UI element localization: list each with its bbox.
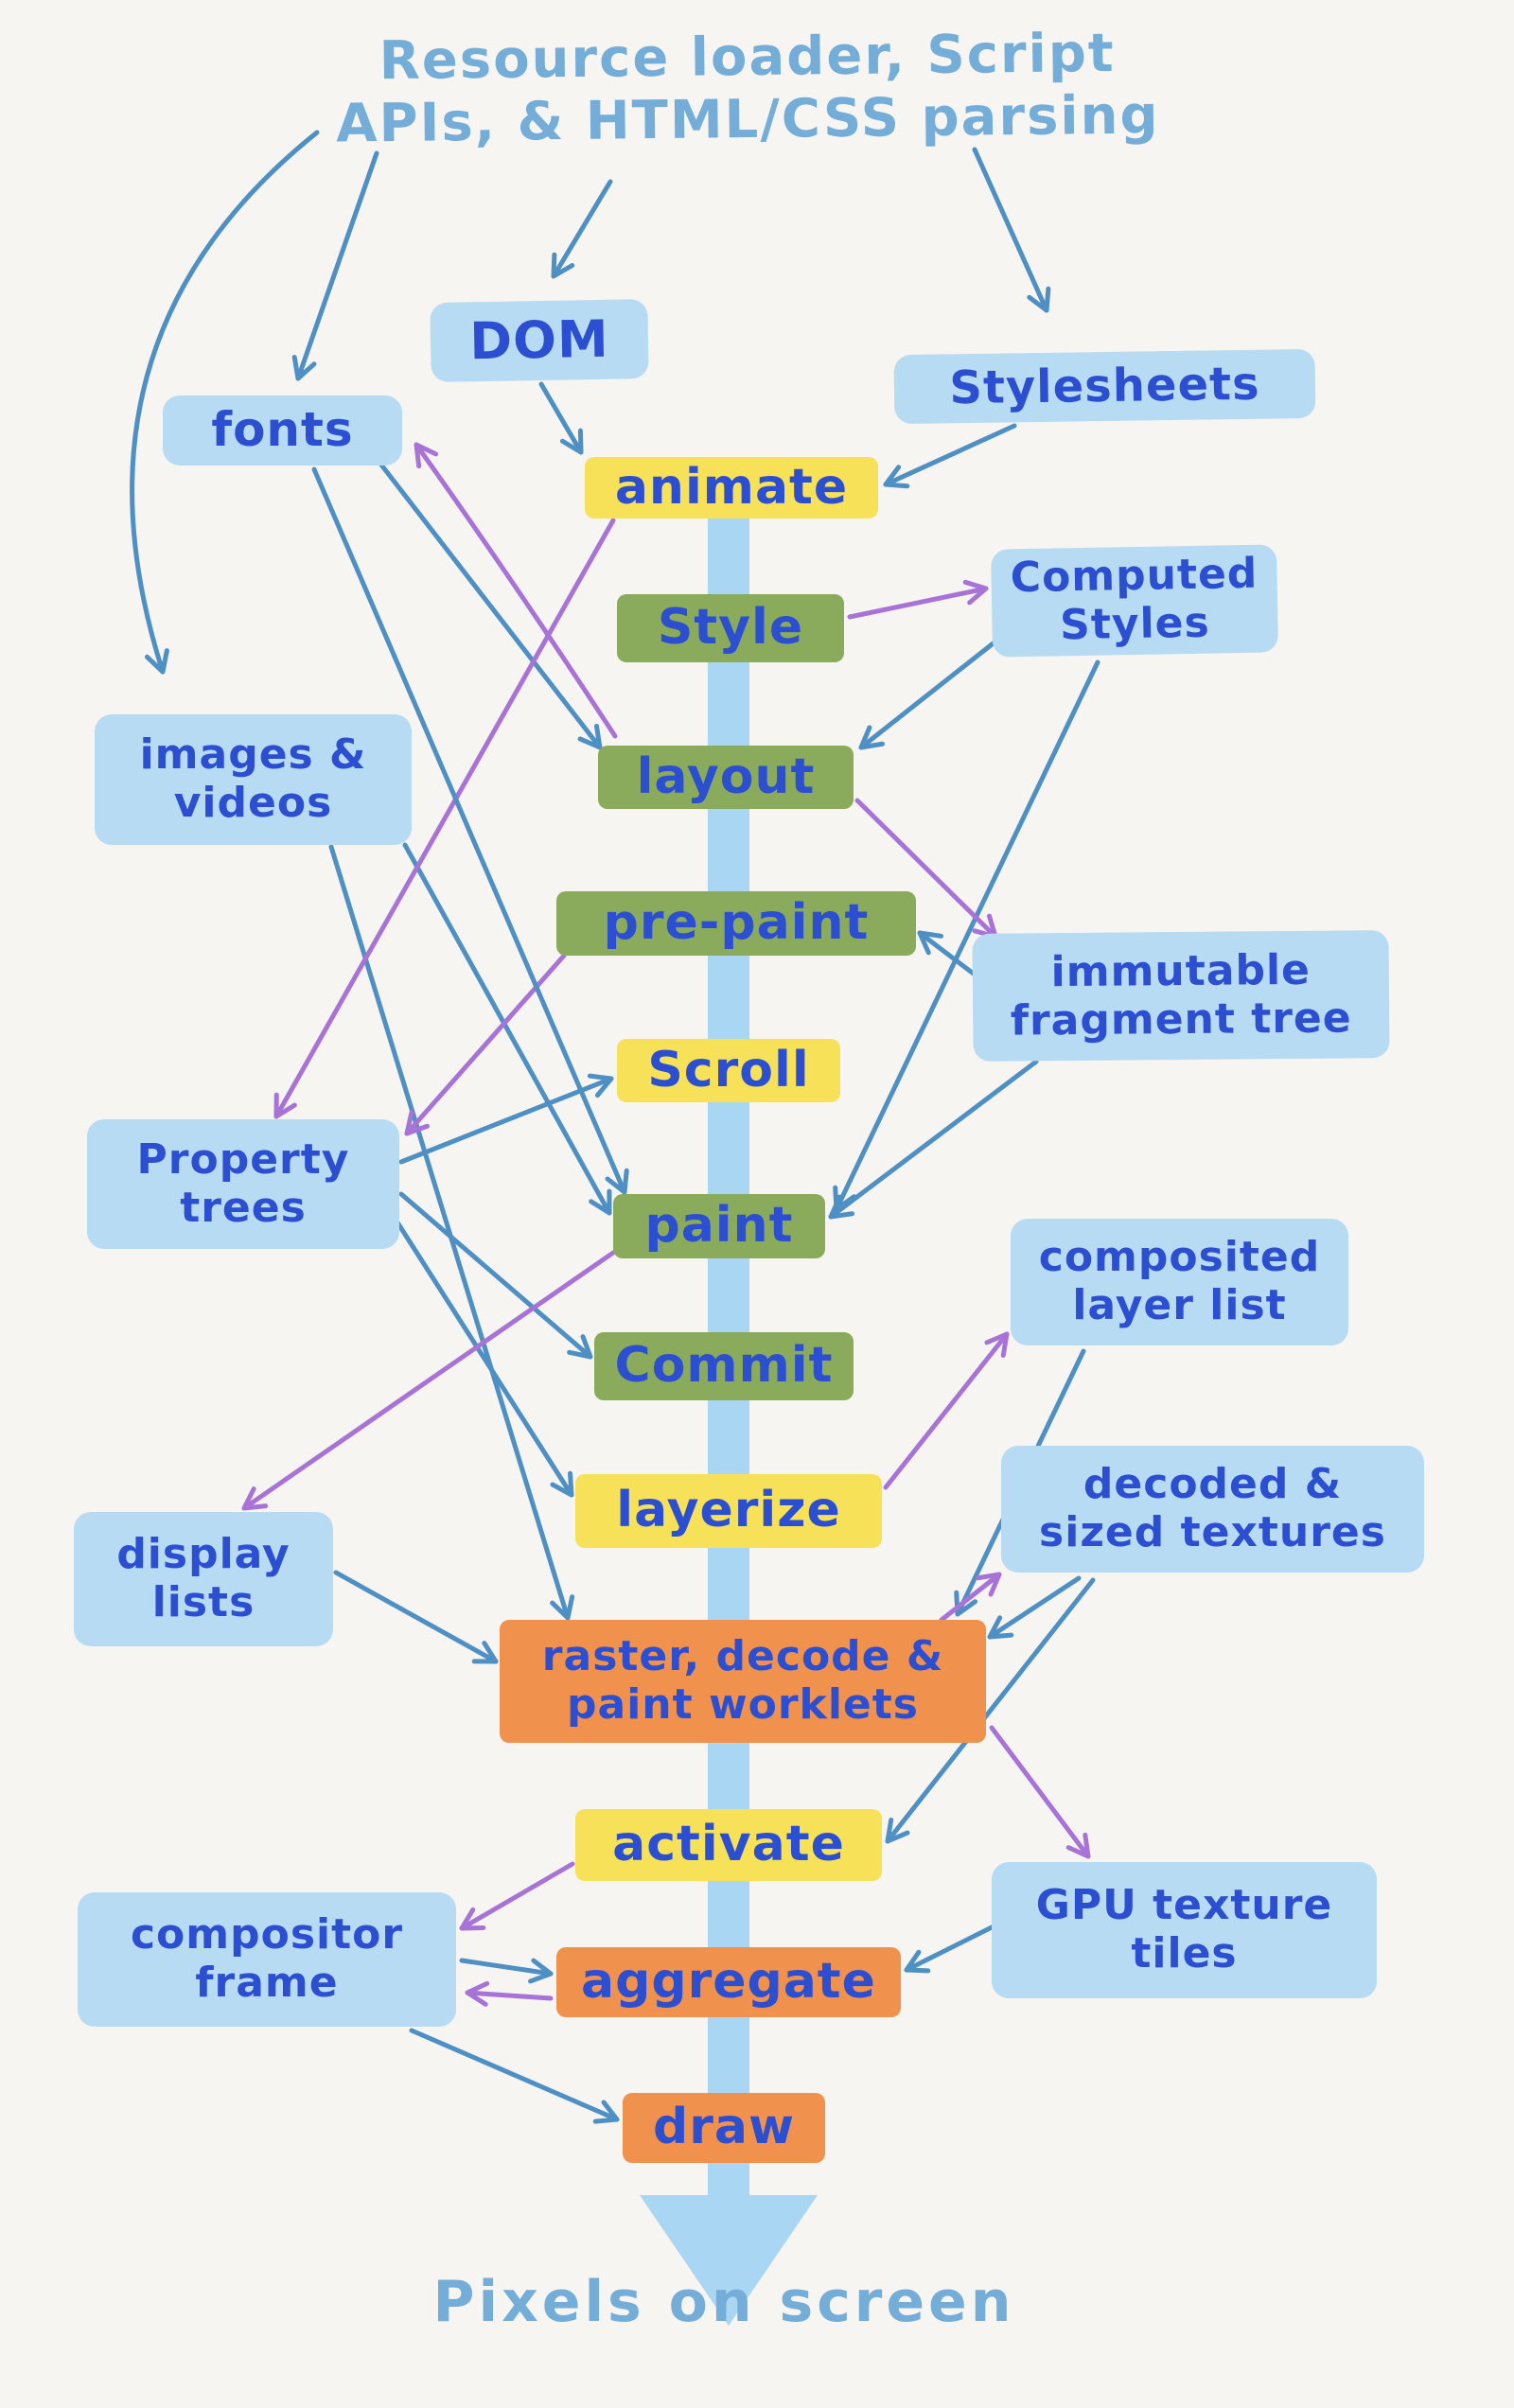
edge-style-to-computed_styles (847, 579, 989, 620)
edge-decoded_sized_textures-to-raster (987, 1575, 1082, 1640)
edge-immutable_fragment_tree-to-paint (828, 1059, 1039, 1220)
stage-layerize: layerize (575, 1474, 882, 1548)
edge-decoded_sized_textures-to-activate (885, 1577, 1096, 1844)
node-composited-layer-list: composited layer list (1011, 1219, 1348, 1345)
stage-style: Style (617, 594, 844, 662)
edge-layout-to-immutable_fragment_tree (854, 798, 998, 940)
edge-compositor_frame-to-aggregate (459, 1958, 554, 1984)
edge-gpu_texture_tiles-to-aggregate (904, 1923, 998, 1974)
edge-layout-to-fonts (414, 442, 618, 739)
pixels-on-screen-label: Pixels on screen (432, 2269, 1015, 2335)
edge-resource_loader-to-stylesheets (972, 147, 1051, 313)
edge-raster-to-gpu_texture_tiles (989, 1725, 1091, 1859)
diagram-title: Resource loader, Script APIs, & HTML/CSS… (335, 22, 1160, 155)
node-display-lists: display lists (74, 1512, 333, 1646)
node-computed-styles: Computed Styles (991, 544, 1278, 658)
edge-display_lists-to-raster (333, 1570, 499, 1664)
edge-fonts-to-paint (311, 466, 629, 1195)
stage-activate: activate (575, 1809, 882, 1881)
stage-draw: draw (623, 2093, 825, 2163)
node-gpu-texture-tiles: GPU texture tiles (992, 1862, 1377, 1998)
node-stylesheets: Stylesheets (893, 348, 1316, 425)
node-compositor-frame: compositor frame (78, 1892, 456, 2027)
edge-property_trees-to-layerize (395, 1220, 574, 1498)
stage-aggregate: aggregate (556, 1947, 901, 2017)
edge-resource_loader-to-fonts (291, 150, 379, 381)
stage-scroll: Scroll (617, 1039, 840, 1102)
node-fonts: fonts (163, 395, 402, 466)
edge-paint-to-display_lists (241, 1250, 616, 1511)
edge-animate-to-property_trees (273, 518, 616, 1119)
edge-aggregate-to-compositor_frame (465, 1980, 554, 2007)
edge-dom-to-animate (538, 381, 584, 455)
node-decoded-sized-textures: decoded & sized textures (1001, 1446, 1424, 1573)
edge-property_trees-to-commit (398, 1191, 593, 1360)
stage-pre-paint: pre-paint (556, 891, 916, 956)
edge-raster-to-decoded_sized_textures (939, 1572, 1002, 1623)
edge-resource_loader-to-images_videos (130, 130, 320, 675)
pixels-arrowhead (640, 2195, 818, 2326)
node-dom: DOM (430, 298, 649, 383)
node-images-videos: images & videos (95, 714, 412, 845)
edge-activate-to-compositor_frame (459, 1861, 575, 1931)
edge-compositor_frame-to-draw (409, 2028, 620, 2124)
node-immutable-fragment-tree: immutable fragment tree (972, 930, 1390, 1062)
stage-commit: Commit (594, 1332, 854, 1400)
edge-computed_styles-to-paint (833, 659, 1100, 1212)
stage-layout: layout (598, 746, 854, 809)
stage-paint: paint (613, 1194, 825, 1258)
node-property-trees: Property trees (87, 1119, 399, 1249)
edge-layerize-to-composited_layer_list (883, 1331, 1010, 1490)
edge-resource_loader-to-dom (551, 179, 613, 279)
edge-images_videos-to-paint (402, 842, 612, 1216)
edge-stylesheets-to-animate (883, 423, 1017, 489)
edge-images_videos-to-raster (328, 844, 575, 1621)
edge-fonts-to-layout (378, 461, 603, 750)
edge-computed_styles-to-layout (858, 639, 998, 750)
stage-raster-decode-paint-worklets: raster, decode & paint worklets (500, 1620, 986, 1743)
stage-animate: animate (585, 457, 878, 519)
edge-property_trees-to-scroll (398, 1073, 614, 1165)
edge-immutable_fragment_tree-to-pre_paint (917, 930, 977, 977)
